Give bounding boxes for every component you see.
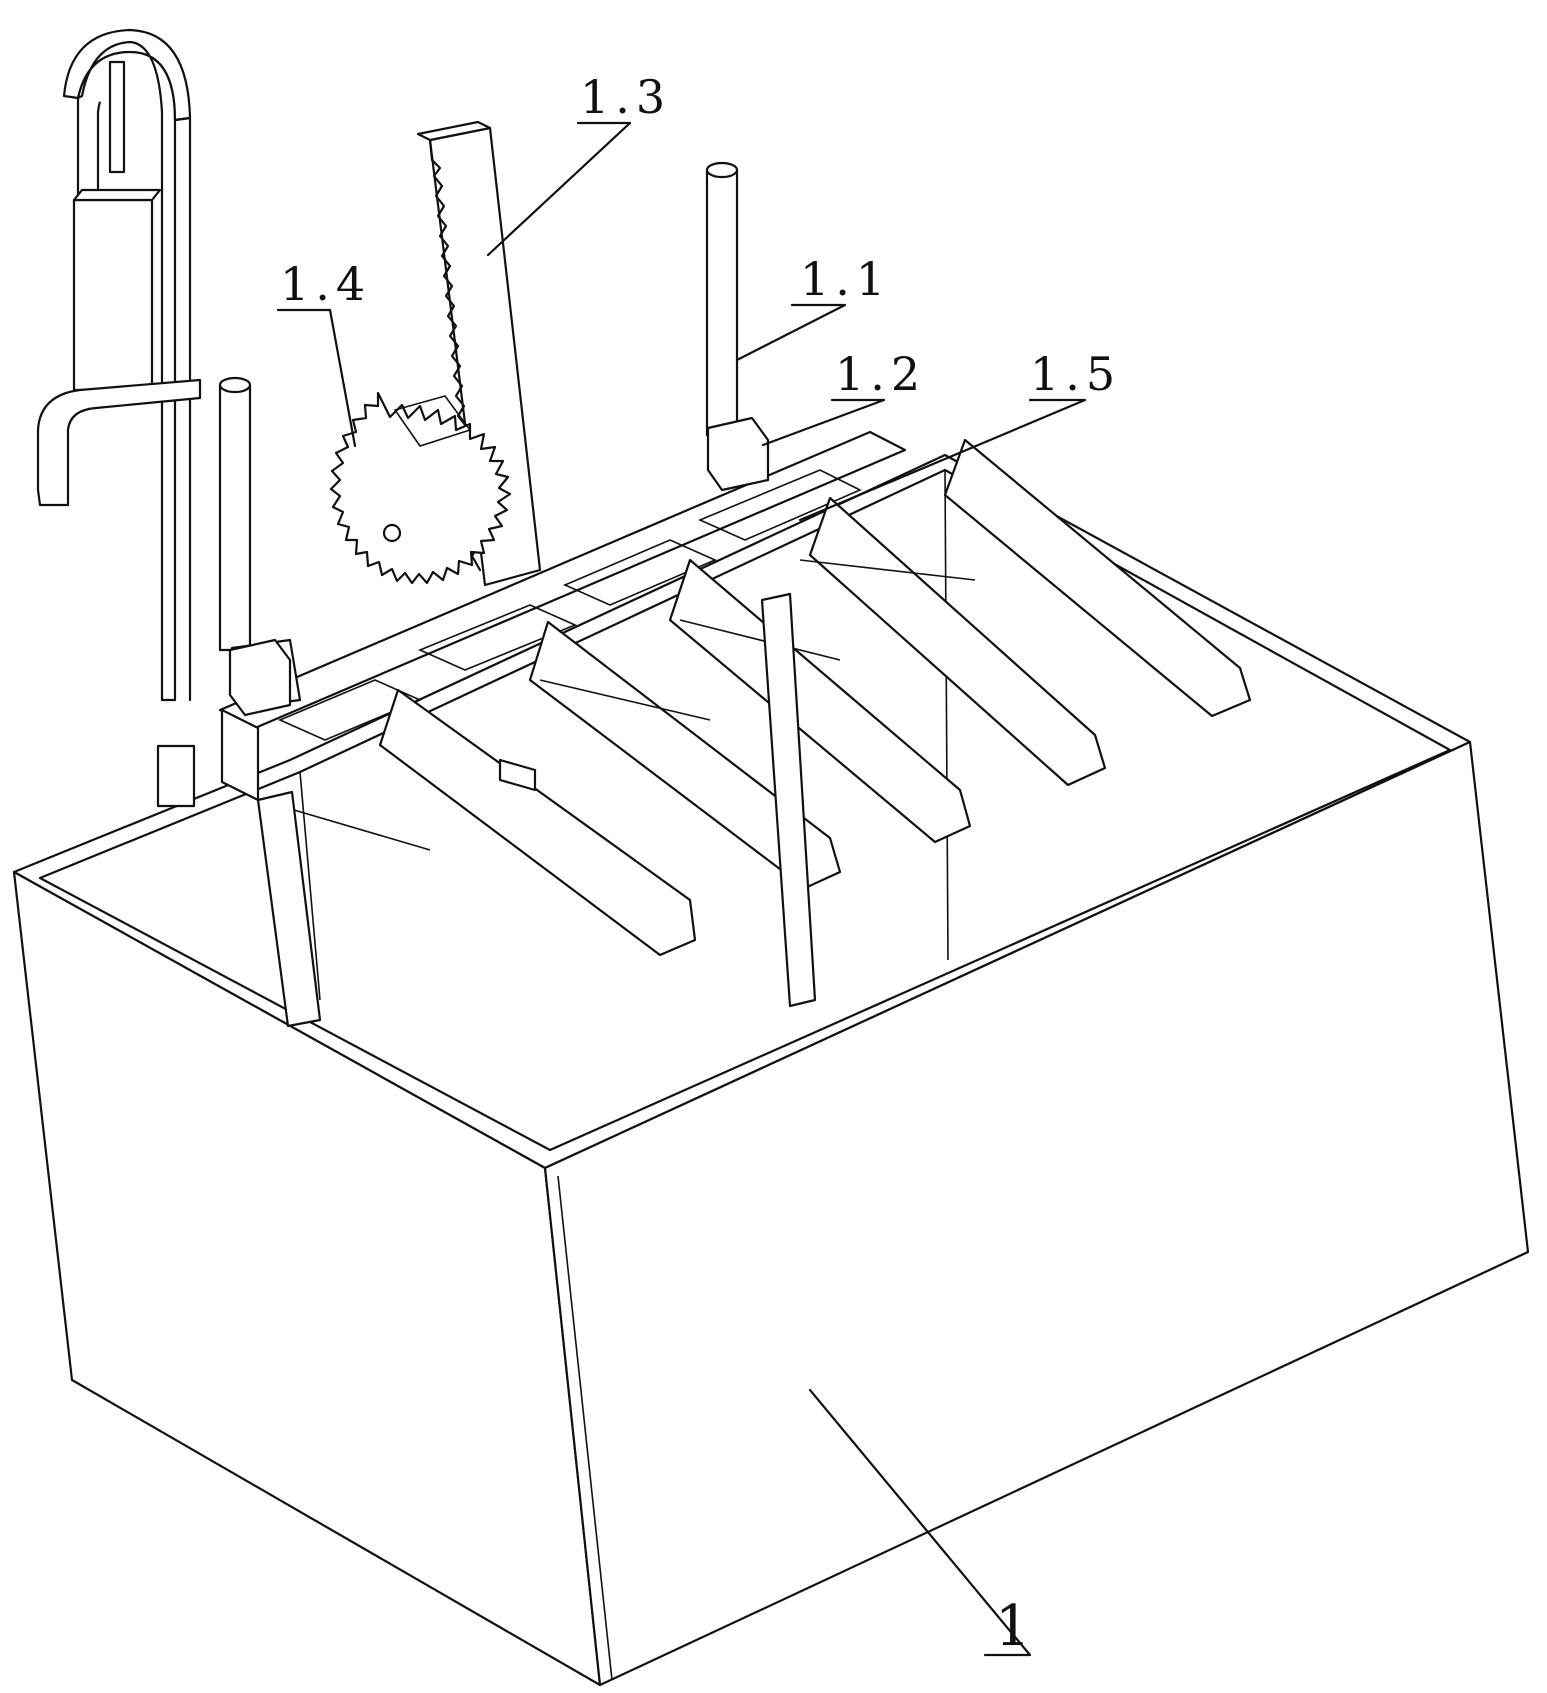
gear [329, 391, 512, 585]
guide-post [256, 592, 817, 1028]
label-1: 1 [995, 1594, 1031, 1659]
label-1-3: 1.3 [580, 70, 671, 124]
label-1-4: 1.4 [280, 257, 371, 311]
label-1-5: 1.5 [1030, 347, 1121, 401]
guide-rod-right [705, 161, 739, 437]
label-1-1: 1.1 [800, 252, 891, 306]
rod-collar [228, 416, 770, 717]
guide-rod-left [218, 376, 252, 652]
hook-frame [36, 28, 202, 702]
leader-lines [276, 121, 1087, 1657]
label-1-2: 1.2 [835, 347, 926, 401]
fork-tray [156, 430, 1252, 957]
